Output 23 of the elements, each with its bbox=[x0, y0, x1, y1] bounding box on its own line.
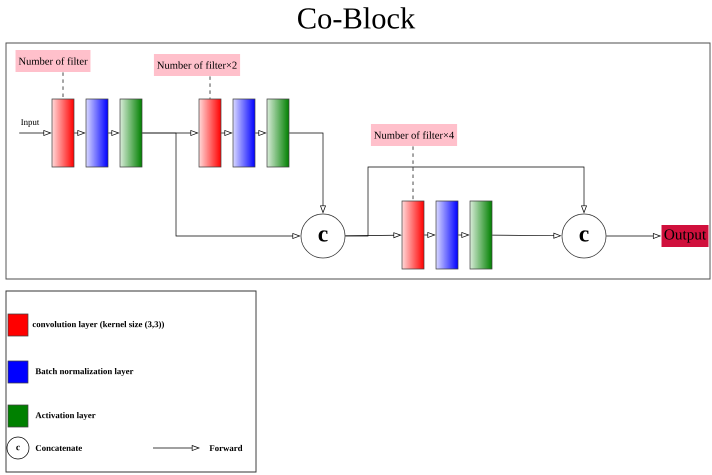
layer-block bbox=[52, 98, 74, 168]
leader-line bbox=[62, 72, 64, 99]
filter-count-box: Number of filter bbox=[16, 50, 90, 72]
layer-block bbox=[266, 98, 290, 168]
legend-label: Activation layer bbox=[35, 412, 96, 420]
legend-label: Forward bbox=[210, 444, 242, 452]
layer-block bbox=[120, 98, 142, 168]
layer-block bbox=[86, 98, 108, 168]
output-box: Output bbox=[662, 225, 708, 247]
legend-label: convolution layer (kernel size (3,3)) bbox=[32, 321, 164, 329]
legend-label: Batch normalization layer bbox=[36, 368, 134, 376]
layer-block bbox=[402, 200, 424, 270]
title: Co-Block bbox=[298, 7, 416, 29]
legend-label: Concatenate bbox=[36, 445, 82, 451]
input-label: Input bbox=[21, 119, 40, 127]
arrow bbox=[345, 166, 588, 236]
layer-block bbox=[198, 98, 222, 168]
filter-count-box: Number of filter×2 bbox=[154, 54, 240, 76]
layer-block bbox=[436, 200, 458, 270]
layer-block bbox=[232, 98, 256, 168]
layer-block bbox=[470, 200, 492, 270]
leader-line bbox=[412, 146, 414, 201]
filter-count-box: Number of filter×4 bbox=[370, 124, 458, 146]
